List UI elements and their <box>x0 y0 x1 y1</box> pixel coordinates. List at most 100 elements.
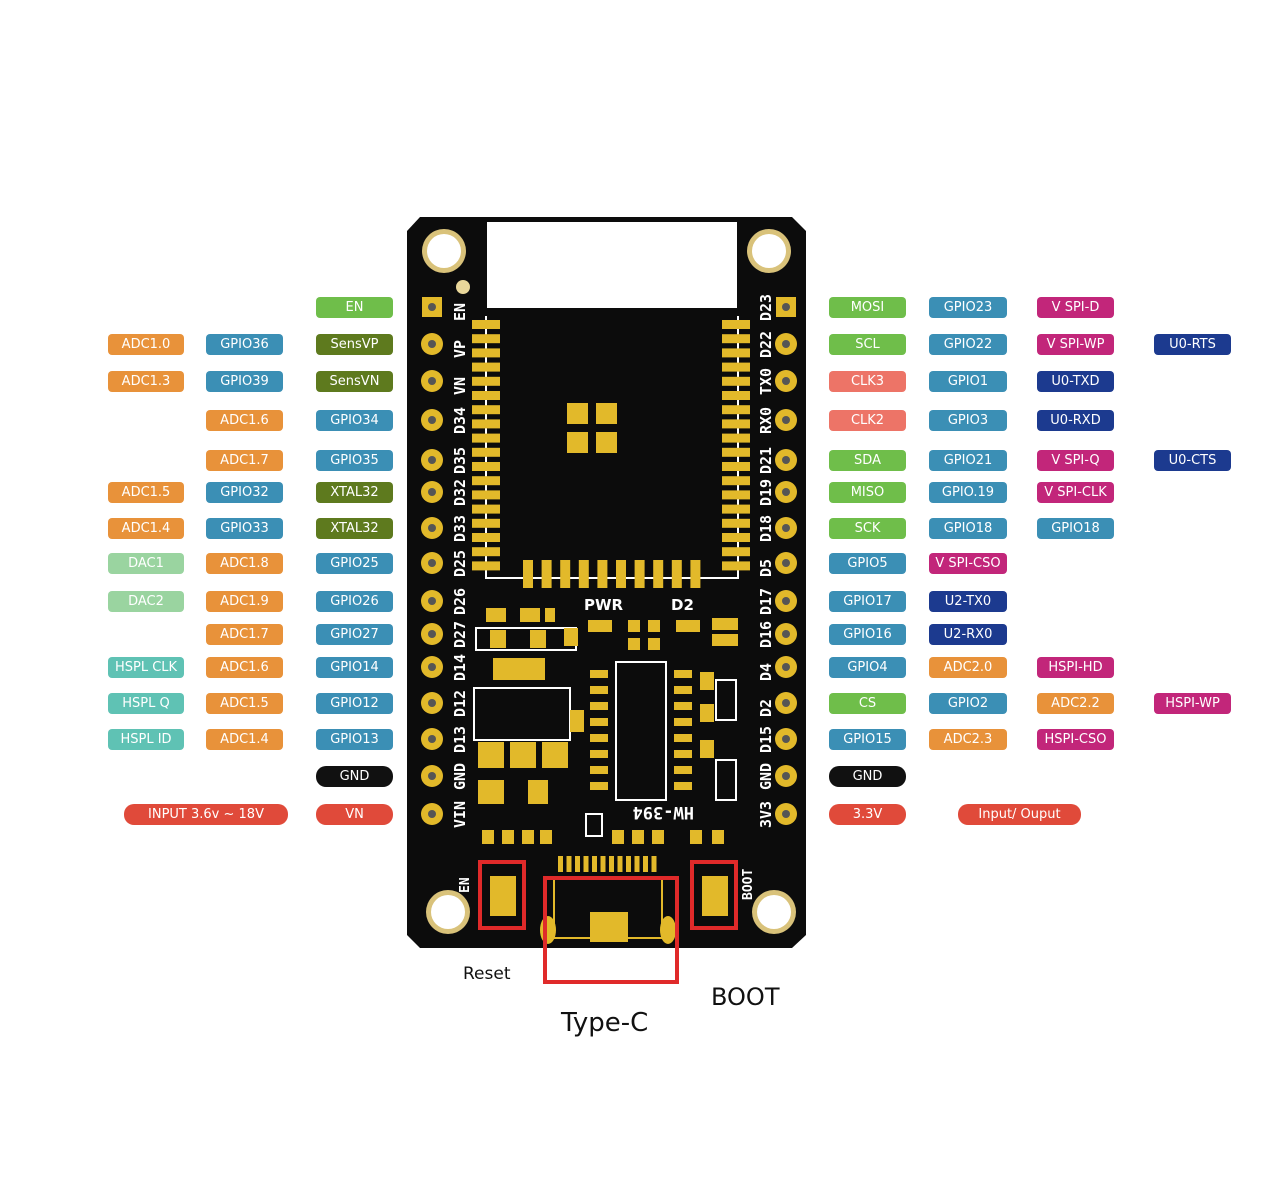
boot-highlight <box>690 860 738 930</box>
header-pin-right-9 <box>775 623 797 645</box>
left-header-label-13: GND <box>451 762 469 790</box>
pin-label-left-8-c2: ADC1.9 <box>206 591 283 612</box>
header-pin-right-2 <box>775 370 797 392</box>
left-header-label-3: D34 <box>451 406 469 434</box>
header-pin-left-3 <box>421 409 443 431</box>
pin-label-left-1-c2: GPIO36 <box>206 334 283 355</box>
pin-label-right-12-c3: HSPI-CSO <box>1037 729 1114 750</box>
pin-label-left-6-c3: XTAL32 <box>316 518 393 539</box>
right-header-label-3: RX0 <box>757 406 775 434</box>
module-outline <box>485 316 739 579</box>
header-pin-right-7 <box>775 552 797 574</box>
header-pin-left-7 <box>421 552 443 574</box>
pin-label-left-3-c3: GPIO34 <box>316 410 393 431</box>
thermal-pad <box>567 403 617 453</box>
pin-label-right-6-c3: GPIO18 <box>1037 518 1114 539</box>
pin-label-right-10-c1: GPIO4 <box>829 657 906 678</box>
header-pin-left-13 <box>421 765 443 787</box>
pin-label-right-13-c1: GND <box>829 766 906 787</box>
pin-label-right-3-c2: GPIO3 <box>929 410 1007 431</box>
pin-label-right-9-c2: U2-RX0 <box>929 624 1007 645</box>
left-header-label-14: VIN <box>451 800 469 828</box>
header-pin-right-6 <box>775 517 797 539</box>
mounting-hole-top-right <box>747 229 791 273</box>
pin-label-right-7-c1: GPIO5 <box>829 553 906 574</box>
pin-label-right-11-c3: ADC2.2 <box>1037 693 1114 714</box>
right-header-label-14: 3V3 <box>757 800 775 828</box>
pin-label-right-11-c2: GPIO2 <box>929 693 1007 714</box>
pin-label-left-9-c3: GPIO27 <box>316 624 393 645</box>
pin-label-right-14-c1: 3.3V <box>829 804 906 825</box>
header-pin-right-4 <box>775 449 797 471</box>
model-label: HW-394 <box>632 802 694 822</box>
left-header-label-11: D12 <box>451 689 469 717</box>
pin-label-right-0-c1: MOSI <box>829 297 906 318</box>
pin-label-left-6-c1: ADC1.4 <box>108 518 184 539</box>
pin-label-left-6-c2: GPIO33 <box>206 518 283 539</box>
pin-label-left-2-c1: ADC1.3 <box>108 371 184 392</box>
header-pin-left-1 <box>421 333 443 355</box>
pin-label-left-14-c3: VN <box>316 804 393 825</box>
header-pin-left-0 <box>422 297 442 317</box>
pin-label-left-8-c1: DAC2 <box>108 591 184 612</box>
pin-label-right-5-c3: V SPI-CLK <box>1037 482 1114 503</box>
pin-label-right-1-c2: GPIO22 <box>929 334 1007 355</box>
boot-button[interactable] <box>696 868 734 924</box>
header-pin-left-14 <box>421 803 443 825</box>
reset-button[interactable] <box>484 868 522 924</box>
right-header-label-8: D17 <box>757 587 775 615</box>
pin-label-left-5-c2: GPIO32 <box>206 482 283 503</box>
pin-label-left-13-c3: GND <box>316 766 393 787</box>
pin-label-right-12-c1: GPIO15 <box>829 729 906 750</box>
pin-label-left-14-c1: INPUT 3.6v ~ 18V <box>124 804 288 825</box>
pin-label-right-2-c3: U0-TXD <box>1037 371 1114 392</box>
pin-label-right-1-c4: U0-RTS <box>1154 334 1231 355</box>
reset-highlight <box>478 860 526 930</box>
pin-label-right-9-c1: GPIO16 <box>829 624 906 645</box>
reset-caption: Reset <box>463 964 511 984</box>
fiducial <box>456 280 470 294</box>
mounting-hole-top-left <box>422 229 466 273</box>
left-header-label-1: VP <box>451 339 469 358</box>
pin-label-right-8-c2: U2-TX0 <box>929 591 1007 612</box>
header-pin-right-1 <box>775 333 797 355</box>
pin-label-left-10-c3: GPIO14 <box>316 657 393 678</box>
pin-label-right-4-c2: GPIO21 <box>929 450 1007 471</box>
pin-label-left-12-c3: GPIO13 <box>316 729 393 750</box>
pin-label-left-11-c1: HSPL Q <box>108 693 184 714</box>
pin-label-right-2-c1: CLK3 <box>829 371 906 392</box>
header-pin-right-14 <box>775 803 797 825</box>
pin-label-left-7-c3: GPIO25 <box>316 553 393 574</box>
type-c-highlight <box>543 876 679 984</box>
right-header-label-4: D21 <box>757 446 775 474</box>
pin-label-right-6-c1: SCK <box>829 518 906 539</box>
d2-led-label: D2 <box>671 596 694 614</box>
right-header-label-9: D16 <box>757 620 775 648</box>
pin-label-right-1-c3: V SPI-WP <box>1037 334 1114 355</box>
left-header-label-12: D13 <box>451 725 469 753</box>
left-header-label-9: D27 <box>451 620 469 648</box>
right-header-label-0: D23 <box>757 293 775 321</box>
pin-label-left-4-c2: ADC1.7 <box>206 450 283 471</box>
pin-label-right-4-c1: SDA <box>829 450 906 471</box>
pin-label-right-3-c3: U0-RXD <box>1037 410 1114 431</box>
mounting-hole-bottom-left <box>426 890 470 934</box>
header-pin-right-5 <box>775 481 797 503</box>
pin-label-left-11-c2: ADC1.5 <box>206 693 283 714</box>
pin-label-right-4-c4: U0-CTS <box>1154 450 1231 471</box>
pin-label-left-12-c1: HSPL ID <box>108 729 184 750</box>
right-header-label-10: D4 <box>757 662 775 681</box>
pin-label-right-3-c1: CLK2 <box>829 410 906 431</box>
header-pin-right-3 <box>775 409 797 431</box>
pin-label-right-0-c2: GPIO23 <box>929 297 1007 318</box>
en-button-label: EN <box>458 877 473 893</box>
pin-label-left-5-c1: ADC1.5 <box>108 482 184 503</box>
header-pin-left-10 <box>421 656 443 678</box>
antenna-area <box>486 221 738 309</box>
header-pin-left-2 <box>421 370 443 392</box>
right-header-label-1: D22 <box>757 330 775 358</box>
type-c-caption: Type-C <box>561 1008 649 1038</box>
header-pin-left-9 <box>421 623 443 645</box>
header-pin-left-5 <box>421 481 443 503</box>
